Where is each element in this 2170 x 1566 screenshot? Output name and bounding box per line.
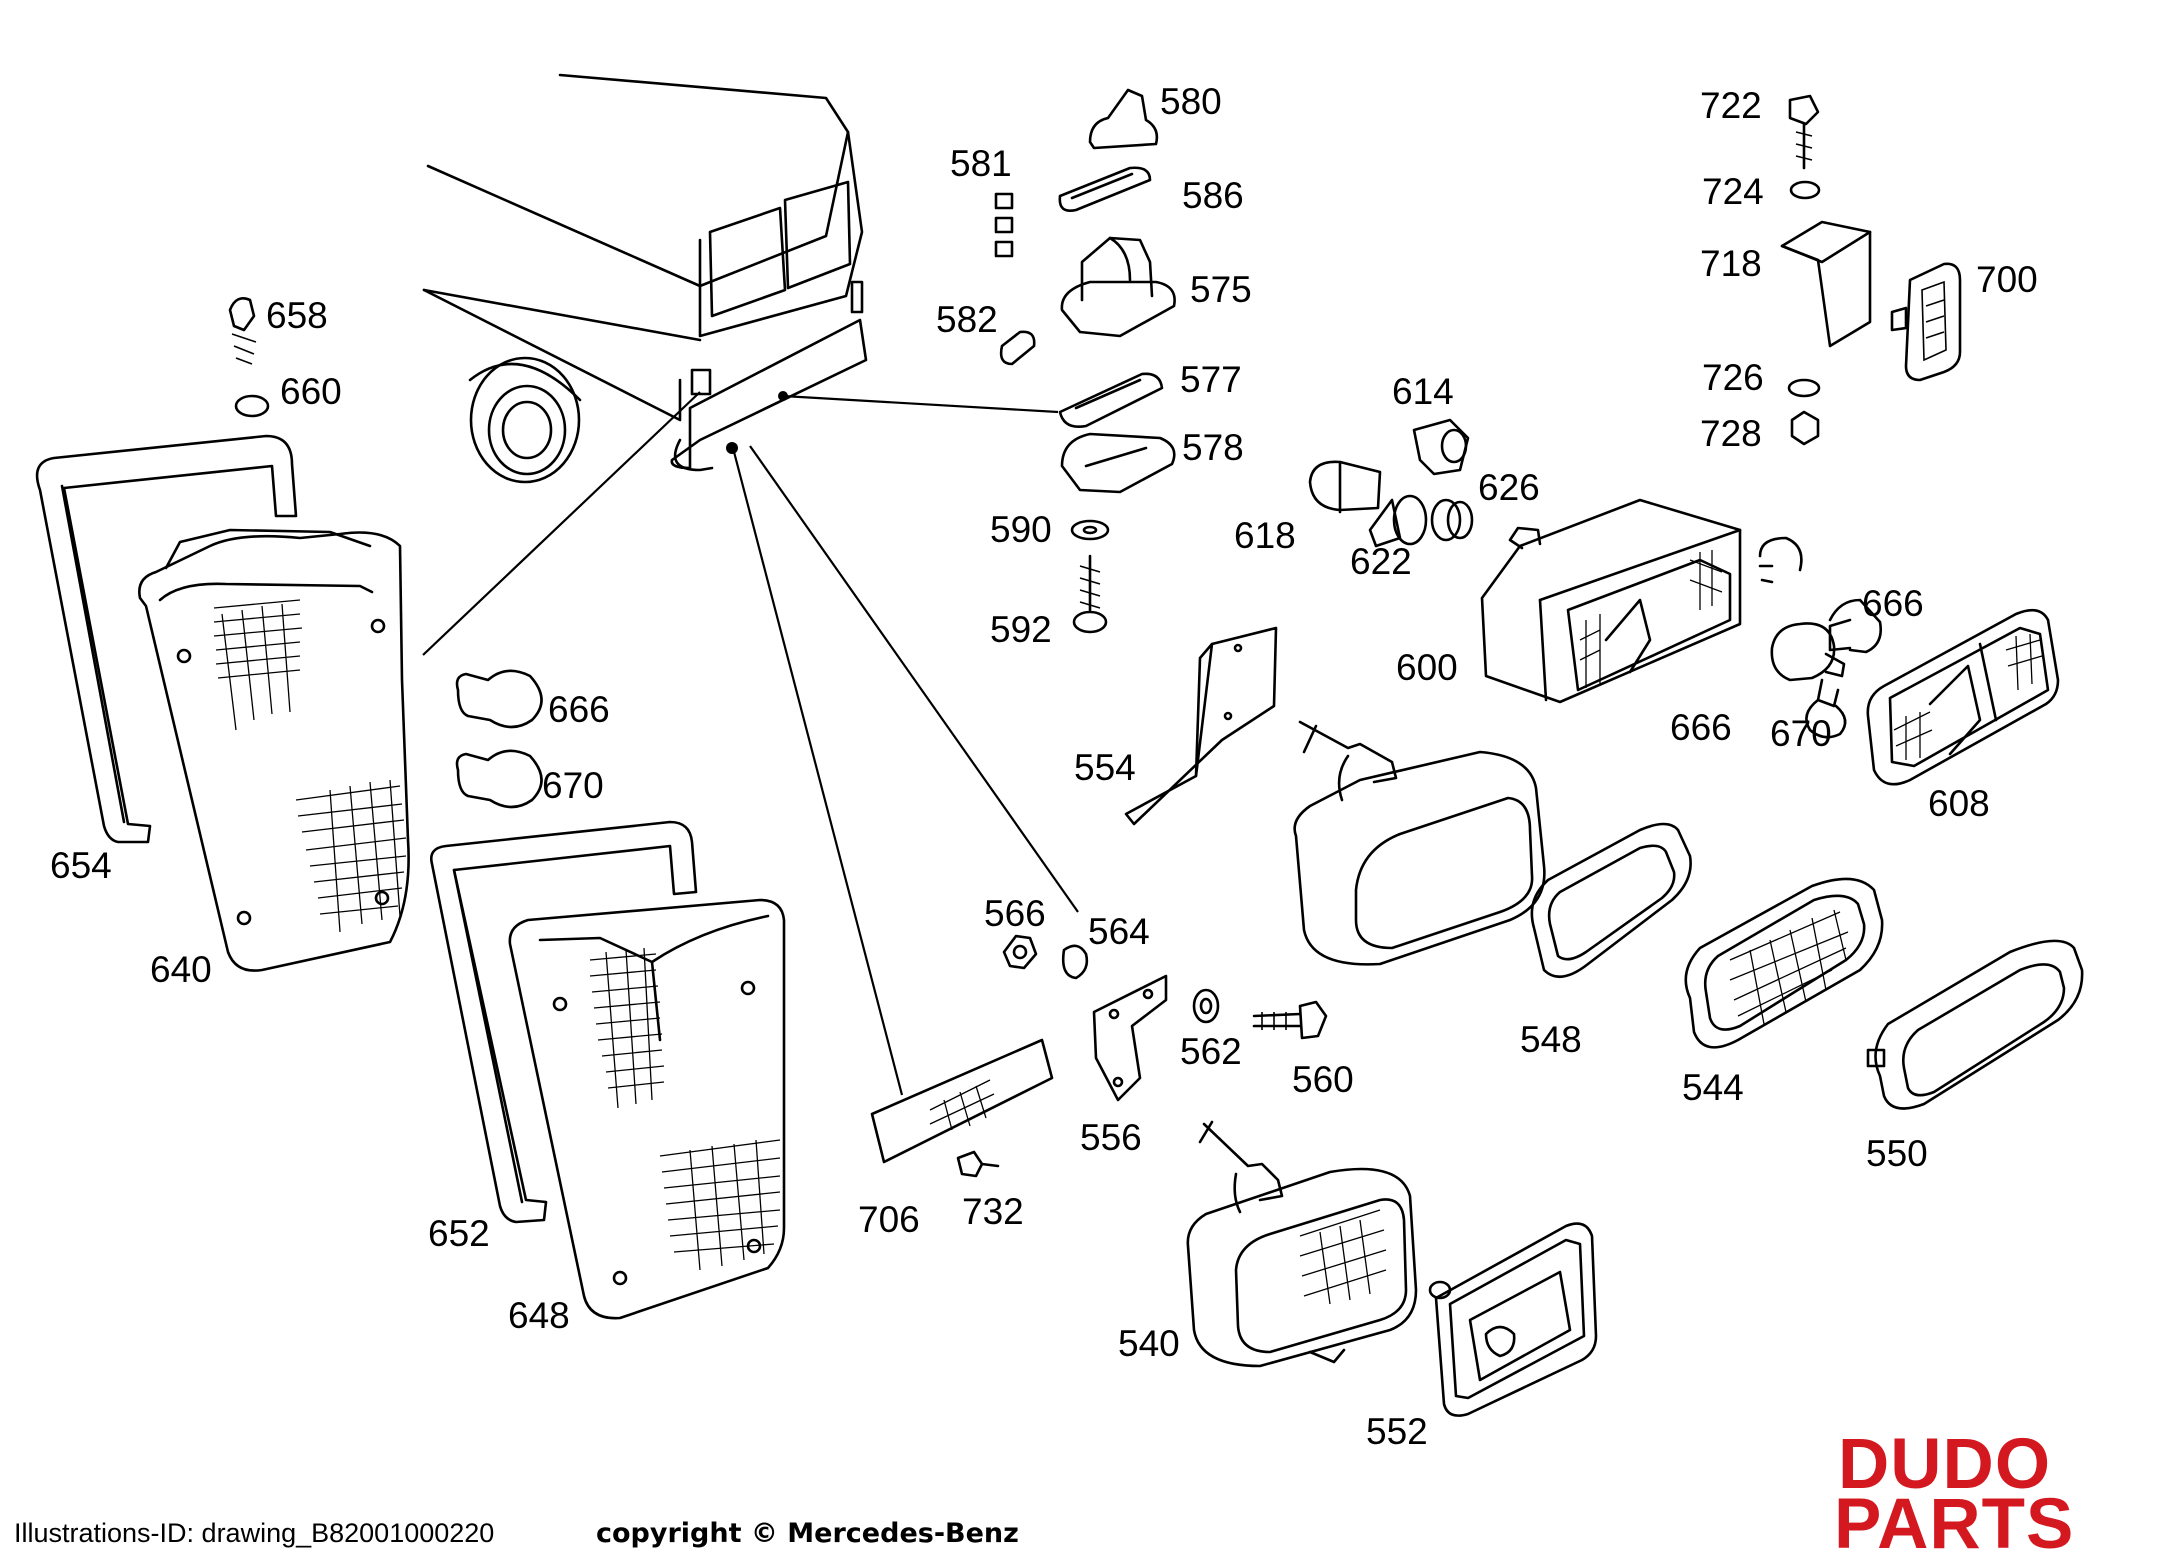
callout-622: 622 — [1350, 541, 1412, 582]
callout-666-right-top: 666 — [1862, 583, 1924, 624]
callout-654: 654 — [50, 845, 112, 886]
copyright-text: copyright © Mercedes-Benz — [596, 1518, 1019, 1549]
bulbs-right — [1770, 598, 1882, 739]
plate-bracket-parts — [1002, 934, 1328, 1102]
callout-600: 600 — [1396, 647, 1458, 688]
logo-line-parts: PARTS — [1834, 1485, 2074, 1552]
tail-lamp-608 — [1866, 608, 2060, 786]
callout-labels: 580 581 586 575 582 577 578 590 592 722 … — [50, 81, 2038, 1452]
callout-550: 550 — [1866, 1133, 1928, 1174]
callout-618: 618 — [1234, 515, 1296, 556]
rear-lamp-left — [35, 297, 410, 972]
callout-670-right: 670 — [1770, 713, 1832, 754]
callout-560: 560 — [1292, 1059, 1354, 1100]
bracket-554 — [1124, 626, 1278, 826]
callout-626: 626 — [1478, 467, 1540, 508]
callout-614: 614 — [1392, 371, 1454, 412]
callout-648: 648 — [508, 1295, 570, 1336]
callout-666-left: 666 — [548, 689, 610, 730]
license-lamp-assembly — [994, 88, 1176, 634]
callout-700: 700 — [1976, 259, 2038, 300]
lamp-rings — [1530, 822, 2084, 1110]
callout-548: 548 — [1520, 1019, 1582, 1060]
logo-line-dudo: DUDO — [1838, 1432, 2051, 1504]
callout-640: 640 — [150, 949, 212, 990]
callout-728: 728 — [1700, 413, 1762, 454]
callout-666-right: 666 — [1670, 707, 1732, 748]
illustration-id-text: Illustrations-ID: drawing_B82001000220 — [14, 1518, 495, 1548]
callout-540: 540 — [1118, 1323, 1180, 1364]
van-rear-illustration — [422, 73, 868, 484]
callout-722: 722 — [1700, 85, 1762, 126]
callout-732: 732 — [962, 1191, 1024, 1232]
dudo-parts-logo: DUDO PARTS — [1834, 1432, 2074, 1552]
callout-577: 577 — [1180, 359, 1242, 400]
callout-552: 552 — [1366, 1411, 1428, 1452]
callout-562: 562 — [1180, 1031, 1242, 1072]
callout-652: 652 — [428, 1213, 490, 1254]
callout-578: 578 — [1182, 427, 1244, 468]
callout-556: 556 — [1080, 1117, 1142, 1158]
callout-670-left: 670 — [542, 765, 604, 806]
callout-582: 582 — [936, 299, 998, 340]
callout-724: 724 — [1702, 171, 1764, 212]
rear-lamp-center — [430, 820, 786, 1320]
callout-575: 575 — [1190, 269, 1252, 310]
callout-554: 554 — [1074, 747, 1136, 788]
work-lamp-housing — [1293, 720, 1546, 966]
callout-706: 706 — [858, 1199, 920, 1240]
callout-580: 580 — [1160, 81, 1222, 122]
work-lamp-540 — [1186, 1120, 1418, 1368]
side-marker-lamp — [1780, 94, 1962, 446]
headlamp-insert-552 — [1428, 1222, 1598, 1417]
callout-660: 660 — [280, 371, 342, 412]
bulbs-left — [455, 669, 543, 809]
tail-lamp-600 — [1480, 498, 1803, 704]
callout-590: 590 — [990, 509, 1052, 550]
callout-581: 581 — [950, 143, 1012, 184]
callout-718: 718 — [1700, 243, 1762, 284]
leader-lines — [422, 391, 1079, 1096]
callout-566: 566 — [984, 893, 1046, 934]
callout-608: 608 — [1928, 783, 1990, 824]
callout-726: 726 — [1702, 357, 1764, 398]
callout-658: 658 — [266, 295, 328, 336]
callout-586: 586 — [1182, 175, 1244, 216]
lamp-bulb-holders — [1308, 418, 1474, 548]
callout-592: 592 — [990, 609, 1052, 650]
callout-544: 544 — [1682, 1067, 1744, 1108]
license-strip-706 — [870, 1038, 1054, 1178]
callout-564: 564 — [1088, 911, 1150, 952]
